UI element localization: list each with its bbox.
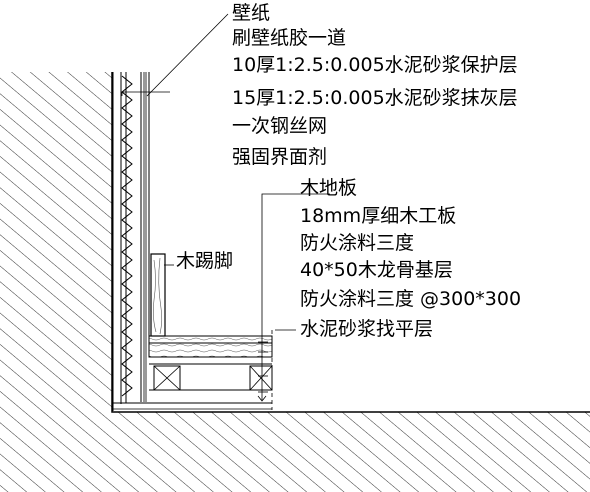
wood-skirting (150, 253, 166, 337)
label-protective-mortar: 10厚1:2.5:0.005水泥砂浆保护层 (232, 54, 518, 76)
label-blockboard: 18mm厚细木工板 (300, 205, 456, 227)
floor-layers (148, 330, 273, 410)
steel-mesh-zigzag (121, 75, 133, 397)
label-interface-agent: 强固界面剂 (232, 146, 327, 168)
label-leveling-mortar: 水泥砂浆找平层 (300, 318, 433, 340)
label-steel-mesh: 一次钢丝网 (232, 115, 327, 137)
label-keel-base: 40*50木龙骨基层 (300, 259, 453, 281)
timber-keel (153, 365, 181, 391)
wood-floor-board (148, 335, 273, 344)
label-wood-floor: 木地板 (300, 177, 357, 199)
label-wood-skirting: 木踢脚 (176, 250, 233, 272)
wall-finish-layers (112, 72, 272, 411)
label-wallpaper: 壁纸 (232, 2, 270, 24)
concrete-structure (0, 72, 590, 492)
label-wallpaper-glue: 刷壁纸胶一道 (232, 27, 346, 49)
label-fireproof-coating-2: 防火涂料三度 @300*300 (300, 288, 521, 310)
label-plaster-mortar: 15厚1:2.5:0.005水泥砂浆抹灰层 (232, 87, 518, 109)
label-fireproof-coating-1: 防火涂料三度 (300, 232, 414, 254)
structure-outline (111, 72, 590, 413)
leader-lines (121, 13, 330, 402)
blockboard-layer (148, 342, 273, 358)
timber-keel (249, 365, 273, 391)
